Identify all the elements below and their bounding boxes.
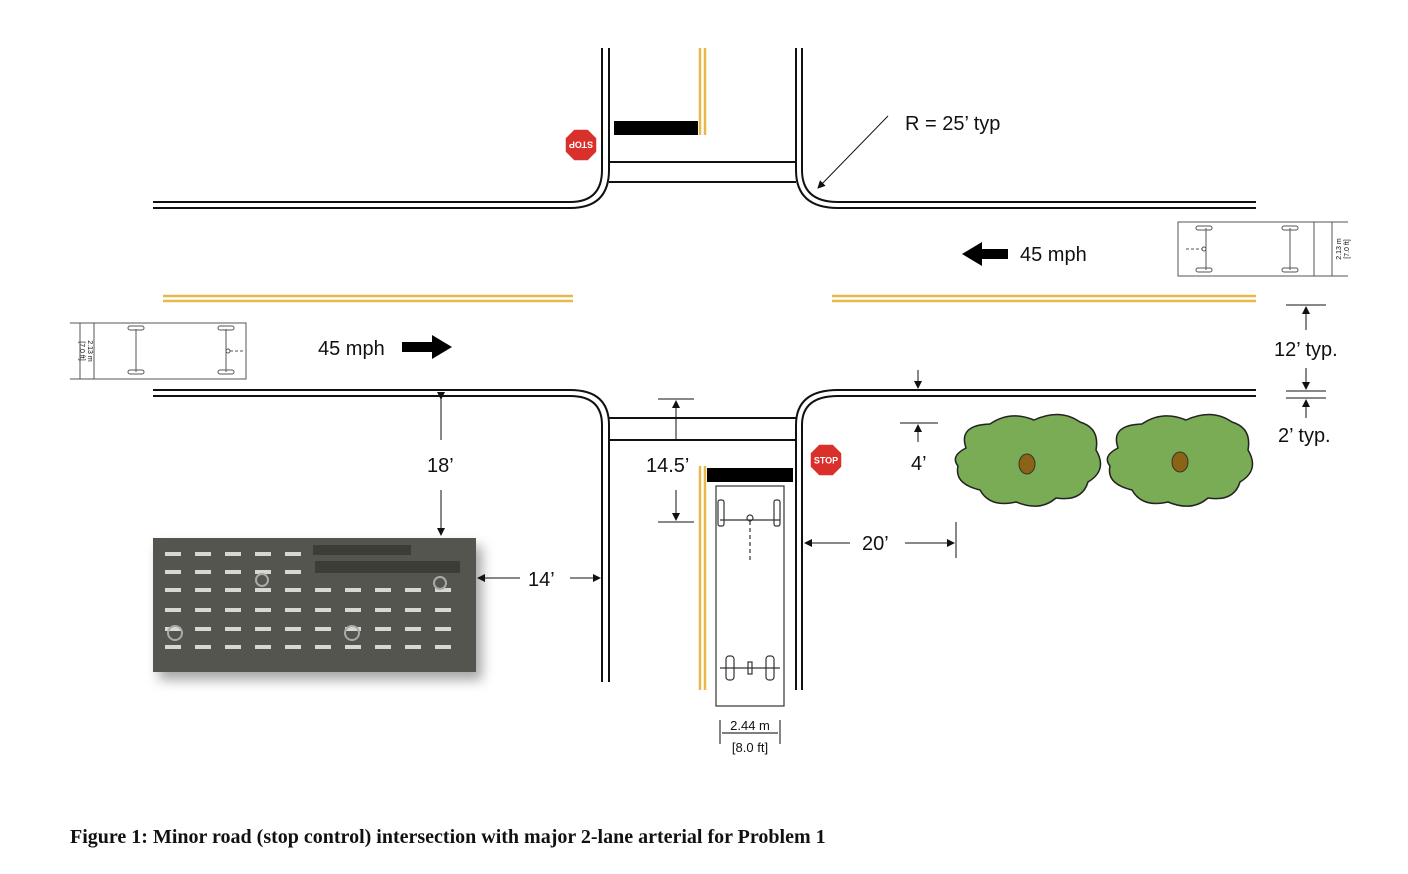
westbound-arrow-icon	[962, 242, 1008, 266]
stop-bar-south	[707, 468, 793, 482]
parking-stall	[375, 588, 391, 592]
parking-stall	[315, 608, 331, 612]
parking-stall	[255, 627, 271, 631]
parking-stall	[225, 588, 241, 592]
tree-2	[1106, 413, 1254, 507]
stop-sign-north: STOP	[564, 128, 598, 162]
parking-stall	[435, 588, 451, 592]
center-lines	[163, 48, 1256, 690]
stop-bar-north	[614, 121, 698, 135]
parking-stall	[315, 627, 331, 631]
parking-stall	[375, 627, 391, 631]
parking-stall	[435, 645, 451, 649]
parking-stall	[195, 570, 211, 574]
parking-stall	[255, 570, 271, 574]
parking-stall	[165, 627, 181, 631]
parking-stall	[225, 627, 241, 631]
parking-stall	[165, 570, 181, 574]
parking-stall	[345, 645, 361, 649]
setback-18-label: 18’	[427, 455, 454, 477]
parking-stall	[435, 627, 451, 631]
parking-stall	[285, 552, 301, 556]
south-edge-left	[153, 389, 610, 682]
car-width-m-west: 2.13 m	[86, 340, 93, 362]
parking-stall	[345, 627, 361, 631]
parking-stall	[195, 645, 211, 649]
svg-text:STOP: STOP	[569, 140, 593, 150]
speed-westbound: 45 mph	[1020, 244, 1087, 266]
parking-stall	[255, 552, 271, 556]
parking-stall	[195, 588, 211, 592]
truck-northbound	[715, 485, 785, 744]
parking-stall	[285, 588, 301, 592]
parking-stall	[165, 645, 181, 649]
parking-stall	[375, 608, 391, 612]
car-width-m-east: 2.13 m	[1336, 238, 1343, 260]
parking-stall	[225, 645, 241, 649]
parking-stall	[255, 645, 271, 649]
tree-1	[954, 413, 1102, 507]
radius-label: R = 25’ typ	[905, 113, 1000, 135]
parking-stall	[435, 608, 451, 612]
setback-14-label: 14’	[528, 569, 555, 591]
north-edge-right	[801, 48, 1256, 203]
truck-width-ft: [8.0 ft]	[732, 740, 768, 755]
parking-stall	[195, 627, 211, 631]
parking-stall	[165, 588, 181, 592]
parking-stall	[315, 588, 331, 592]
parking-stall	[285, 608, 301, 612]
parking-stall	[285, 645, 301, 649]
road-edges	[153, 48, 1256, 690]
parking-stall	[375, 645, 391, 649]
figure-caption: Figure 1: Minor road (stop control) inte…	[70, 826, 826, 848]
north-edge-left	[153, 48, 603, 203]
parking-stall	[405, 645, 421, 649]
car-width-ft-east: [7.0 ft]	[1344, 239, 1351, 259]
eastbound-arrow-icon	[402, 335, 452, 359]
car-westbound	[1177, 221, 1348, 277]
parking-stall	[345, 608, 361, 612]
parking-stall	[165, 608, 181, 612]
stop-sign-south: STOP	[809, 443, 843, 477]
parking-stall	[345, 588, 361, 592]
parking-stall	[285, 627, 301, 631]
offset-4-label: 4’	[911, 453, 927, 475]
shoulder-label: 2’ typ.	[1278, 425, 1331, 447]
speed-eastbound: 45 mph	[318, 338, 385, 360]
radius-leader	[817, 115, 889, 189]
parking-stall	[405, 627, 421, 631]
offset-20-label: 20’	[862, 533, 889, 555]
parking-stall	[285, 570, 301, 574]
parking-stall	[315, 645, 331, 649]
parking-stall	[195, 608, 211, 612]
car-width-ft-west: [7.0 ft]	[78, 341, 85, 361]
svg-text:STOP: STOP	[814, 456, 838, 466]
parking-stall	[405, 588, 421, 592]
dimensions	[437, 304, 1326, 582]
parking-stall	[405, 608, 421, 612]
south-edge-right	[795, 389, 1256, 690]
parking-stall	[255, 588, 271, 592]
parking-lot	[153, 538, 476, 672]
car-eastbound	[70, 322, 247, 380]
parking-stall	[225, 552, 241, 556]
truck-width-m: 2.44 m	[730, 718, 770, 733]
lane-width-label: 12’ typ.	[1274, 339, 1338, 361]
parking-stall	[255, 608, 271, 612]
stopbar-offset-label: 14.5’	[646, 455, 689, 477]
parking-stall	[225, 570, 241, 574]
parking-stall	[165, 552, 181, 556]
parking-stall	[225, 608, 241, 612]
parking-stall	[195, 552, 211, 556]
